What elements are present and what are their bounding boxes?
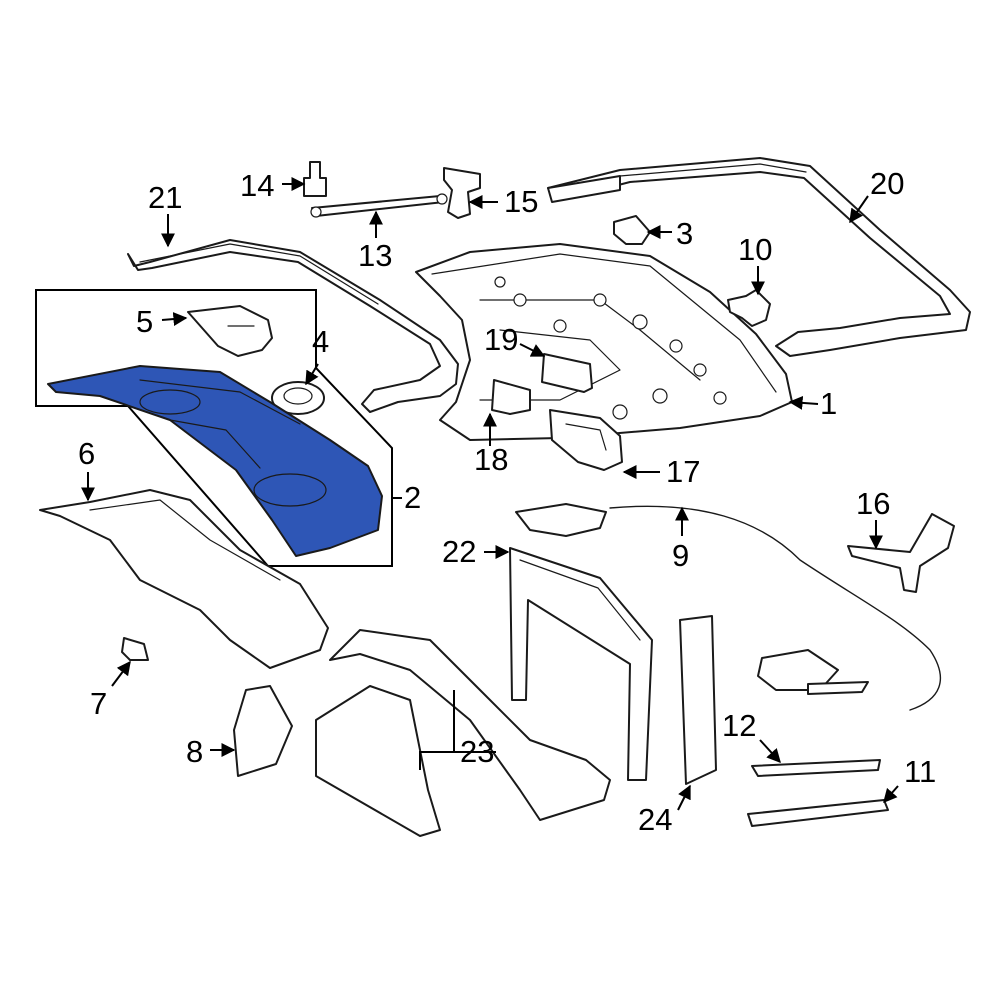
callout-15: 15 — [504, 184, 538, 219]
part-4-speaker[interactable] — [271, 381, 325, 415]
callout-3: 3 — [676, 216, 693, 251]
part-9-cable-harness[interactable] — [515, 503, 941, 711]
part-13-gas-strut[interactable] — [310, 193, 448, 218]
part-21-seal-strip[interactable] — [127, 239, 459, 413]
callout-16: 16 — [856, 486, 890, 521]
callout-9: 9 — [672, 538, 689, 573]
part-2-detail-box — [35, 289, 393, 567]
callout-23: 23 — [460, 734, 494, 769]
part-23-trim[interactable] — [315, 629, 611, 837]
callout-21: 21 — [148, 180, 182, 215]
part-14-bolt[interactable] — [303, 161, 327, 197]
leader-19 — [519, 343, 546, 357]
callout-1: 1 — [820, 386, 837, 421]
callout-7: 7 — [90, 686, 107, 721]
callout-11: 11 — [904, 754, 936, 789]
part-2-rear-shelf-panel[interactable] — [47, 365, 383, 557]
callout-8: 8 — [186, 734, 203, 769]
part-6-trim-panel[interactable] — [39, 489, 329, 669]
part-12-plate[interactable] — [751, 759, 881, 777]
callout-5: 5 — [136, 304, 153, 339]
part-8-trim-bracket[interactable] — [233, 685, 293, 777]
part-15-bracket[interactable] — [443, 167, 481, 219]
callout-12: 12 — [722, 708, 756, 743]
callout-20: 20 — [870, 166, 904, 201]
part-17-lock-actuator[interactable] — [549, 409, 623, 471]
part-19-bracket[interactable] — [541, 353, 593, 393]
callout-14: 14 — [240, 168, 274, 203]
part-1-trunk-lid[interactable] — [415, 243, 793, 441]
leader-5 — [161, 312, 188, 327]
callout-4: 4 — [312, 324, 329, 359]
part-22-frame[interactable] — [509, 547, 653, 781]
part-16-hinge-bracket[interactable] — [847, 513, 955, 593]
callout-24: 24 — [638, 802, 672, 837]
callout-10: 10 — [738, 232, 772, 267]
leader-4 — [305, 363, 319, 386]
part-7-clip[interactable] — [121, 637, 149, 661]
callout-6: 6 — [78, 436, 95, 471]
part-24-bracket-post[interactable] — [679, 615, 717, 785]
leader-24 — [677, 784, 691, 811]
callout-13: 13 — [358, 238, 392, 273]
callout-17: 17 — [666, 454, 700, 489]
callout-2: 2 — [404, 480, 421, 515]
part-10-hinge-bracket[interactable] — [727, 289, 771, 327]
callout-18: 18 — [474, 442, 508, 477]
part-18-hinge[interactable] — [491, 379, 531, 415]
leader-7 — [111, 660, 131, 687]
part-3-bracket[interactable] — [613, 215, 651, 245]
part-5-cover[interactable] — [187, 305, 273, 357]
leader-20 — [849, 195, 869, 224]
leader-11 — [883, 785, 899, 804]
callout-19: 19 — [484, 322, 518, 357]
leader-1 — [788, 395, 819, 410]
part-11-plate[interactable] — [747, 799, 889, 827]
leader-23 — [419, 690, 496, 770]
leader-12 — [759, 739, 781, 764]
callout-22: 22 — [442, 534, 476, 569]
